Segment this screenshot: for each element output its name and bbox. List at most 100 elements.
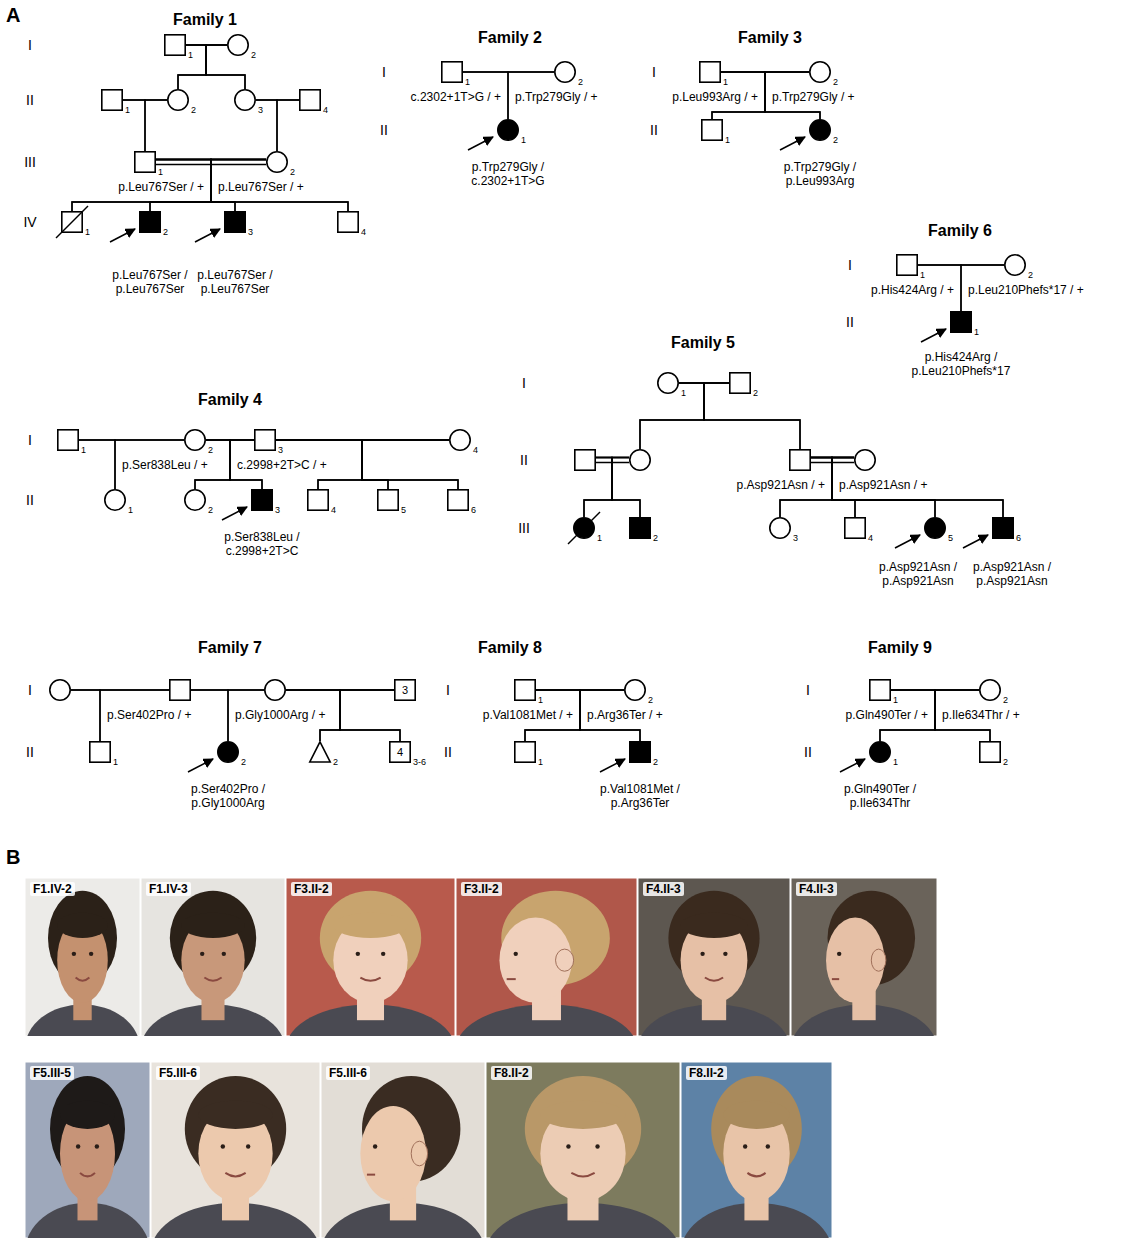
photo-eye [700, 952, 704, 956]
symbol-outline [979, 741, 1001, 763]
individual-number: 3-6 [413, 757, 426, 767]
photo-caption: F8.II-2 [686, 1066, 727, 1080]
square-shape [395, 680, 415, 700]
photo-mouth [507, 978, 516, 980]
male-square: 2 [979, 741, 1001, 763]
symbol-outline [629, 517, 651, 539]
symbol-outline [1004, 254, 1026, 276]
circle-shape [1005, 255, 1025, 275]
female-circle: 2p.Arg36Ter / + [624, 679, 646, 701]
photo-caption: F4.II-3 [796, 882, 837, 896]
male-square: 1 [61, 211, 83, 233]
photo-background [486, 1062, 680, 1238]
proband-arrow [921, 329, 946, 342]
photo-eye [221, 1144, 225, 1148]
circle-shape [658, 373, 678, 393]
male-square: p.Asp921Asn / + [789, 449, 811, 471]
photo-eye [766, 1144, 770, 1148]
square-shape [700, 62, 720, 82]
generation-numeral: II [444, 744, 452, 760]
circle-shape [105, 490, 125, 510]
symbol-outline [629, 449, 651, 471]
symbol-outline [167, 89, 189, 111]
photo-caption: F3.II-2 [461, 882, 502, 896]
square-shape [515, 742, 535, 762]
male-square: 1 [101, 89, 123, 111]
individual-number: 6 [1016, 533, 1021, 543]
female-circle: 2p.Trp279Gly / + [809, 61, 831, 83]
square-shape [630, 518, 650, 538]
square-shape [135, 152, 155, 172]
individual-number: 1 [128, 505, 133, 515]
pedigree-line [79, 440, 115, 489]
photo-fringe [333, 913, 407, 938]
genotype-label: p.Trp279Gly / p.Leu993Arg [776, 160, 864, 188]
genotype-label: p.Ser402Pro / p.Gly1000Arg [184, 782, 272, 810]
photo-eye [89, 952, 93, 956]
individual-number: 2 [163, 227, 168, 237]
circle-shape [450, 430, 470, 450]
square-shape [225, 212, 245, 232]
proband-arrow [895, 535, 920, 548]
family-title: Family 2 [478, 29, 542, 47]
circle-shape [555, 62, 575, 82]
patient-photo [486, 1062, 680, 1238]
photo-caption: F5.III-6 [326, 1066, 370, 1080]
circle-shape [50, 680, 70, 700]
square-shape [448, 490, 468, 510]
pedigree-line [191, 690, 228, 741]
photo-mouth [571, 1173, 594, 1177]
symbol-outline [57, 429, 79, 451]
individual-number: 1 [158, 167, 163, 177]
individual-number: 2 [753, 388, 758, 398]
female-circle: 3 [769, 517, 791, 539]
female-circle-affected: 2p.Trp279Gly / p.Leu993Arg [809, 119, 831, 141]
symbol-outline [789, 449, 811, 471]
male-square: 43-6 [389, 741, 411, 763]
symbol-outline [169, 679, 191, 701]
pedigree-line [832, 458, 935, 518]
family-title: Family 9 [868, 639, 932, 657]
generation-numeral: II [26, 492, 34, 508]
genotype-label: p.His424Arg / + [870, 283, 955, 297]
generation-numeral: II [26, 744, 34, 760]
female-circle: 2 [184, 489, 206, 511]
pedigree-line [123, 100, 145, 151]
individual-number: 3 [793, 533, 798, 543]
generation-numeral: I [382, 64, 386, 80]
individual-number: 2 [290, 167, 295, 177]
symbol-outline [307, 489, 329, 511]
photo-fringe [540, 1101, 625, 1129]
male-square: 4 [337, 211, 359, 233]
photo-fringe [60, 1101, 115, 1129]
photo-mouth [832, 978, 839, 980]
individual-number: 2 [833, 135, 838, 145]
patient-photo [25, 1062, 150, 1238]
male-square-affected: 3p.Leu767Ser / p.Leu767Ser [224, 211, 246, 233]
square-shape [845, 518, 865, 538]
photo-eye [200, 952, 204, 956]
patient-photo [791, 878, 937, 1036]
male-square: 4 [844, 517, 866, 539]
genotype-label: p.His424Arg / p.Leu210Phefs*17 [907, 350, 1015, 378]
circle-shape [925, 518, 945, 538]
circle-shape [630, 450, 650, 470]
genotype-label: p.Ser838Leu / + [121, 458, 209, 472]
individual-number: 3 [278, 445, 283, 455]
pedigree-line [362, 440, 449, 489]
circle-shape [185, 430, 205, 450]
square-shape [575, 450, 595, 470]
pedigree-line [277, 100, 299, 151]
individual-number: 2 [208, 445, 213, 455]
female-circle-affected: 5p.Asp921Asn / p.Asp921Asn [924, 517, 946, 539]
genotype-label: p.Trp279Gly / + [771, 90, 856, 104]
square-shape [730, 373, 750, 393]
pedigree-line [811, 458, 1003, 518]
individual-number: 4 [361, 227, 366, 237]
symbol-outline [104, 489, 126, 511]
photo-background [638, 878, 790, 1036]
patient-photo [141, 878, 285, 1036]
individual-number: 1 [85, 227, 90, 237]
generation-numeral: II [804, 744, 812, 760]
